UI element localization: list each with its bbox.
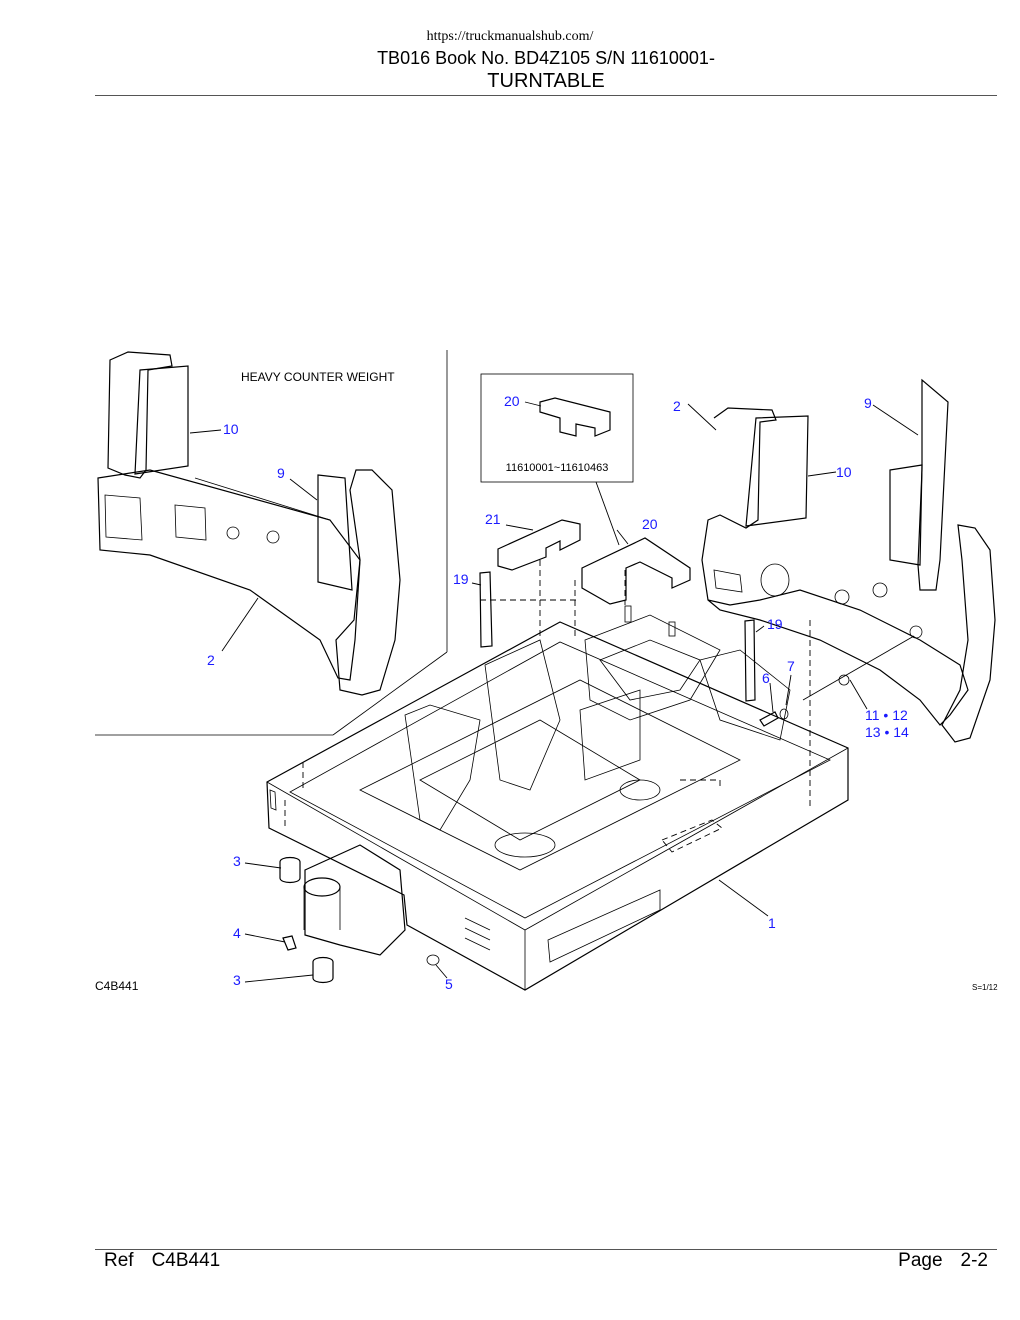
- source-url[interactable]: https://truckmanualshub.com/: [426, 29, 594, 44]
- page-number: 2-2: [960, 1250, 988, 1271]
- callout-21: 21: [485, 511, 501, 527]
- heavy-counterweight-drawing: [97, 351, 401, 696]
- serial-range-label: 11610001~11610463: [506, 462, 609, 474]
- callout-4: 4: [233, 925, 241, 941]
- callout-1: 1: [768, 915, 776, 931]
- footer-rule: [95, 1249, 997, 1250]
- book-line: TB016 Book No. BD4Z105 S/N 11610001-: [377, 48, 715, 68]
- spacer-part-drawing: [539, 397, 611, 437]
- drawing-scale: S=1/12: [972, 983, 998, 992]
- footer-page: Page 2-2: [898, 1250, 988, 1272]
- footer-ref: Ref C4B441: [104, 1250, 220, 1272]
- callout-9: 9: [864, 395, 872, 411]
- callout-9-inset: 9: [277, 465, 285, 481]
- section-title: TURNTABLE: [487, 70, 605, 92]
- callout-13-14: 13 • 14: [865, 724, 909, 740]
- callout-2: 2: [673, 398, 681, 414]
- bolt-and-washer-drawing: [759, 674, 850, 727]
- page-label: Page: [898, 1250, 943, 1271]
- header-rule: [95, 95, 997, 96]
- callout-20: 20: [642, 516, 658, 532]
- callout-10-inset: 10: [223, 421, 239, 437]
- inset-title: HEAVY COUNTER WEIGHT: [241, 370, 395, 384]
- callout-5: 5: [445, 976, 453, 992]
- counterweight-drawing: [701, 378, 996, 743]
- callout-10: 10: [836, 464, 852, 480]
- callout-3-upper: 3: [233, 853, 241, 869]
- figure-code: C4B441: [95, 979, 139, 993]
- inset-frame: [95, 350, 448, 736]
- callout-3-lower: 3: [233, 972, 241, 988]
- ref-value: C4B441: [151, 1250, 221, 1271]
- spacer-plates-drawing: [479, 519, 756, 702]
- callout-2-inset: 2: [207, 652, 215, 668]
- callout-6: 6: [762, 670, 770, 686]
- callout-7: 7: [787, 658, 795, 674]
- callout-11-12: 11 • 12: [865, 707, 908, 723]
- callout-20-box: 20: [504, 393, 520, 409]
- serial-range-box: [480, 373, 634, 483]
- callout-19-left: 19: [453, 571, 469, 587]
- swing-bracket-drawing: [279, 844, 440, 984]
- callout-19-right: 19: [767, 616, 783, 632]
- ref-label: Ref: [104, 1250, 134, 1271]
- turntable-frame-drawing: [266, 560, 849, 991]
